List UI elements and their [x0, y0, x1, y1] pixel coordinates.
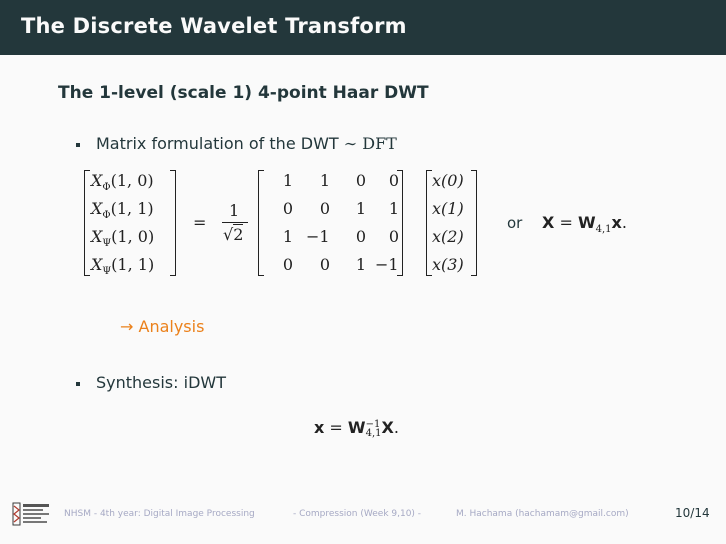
matrix-cell: 0 [319, 255, 330, 274]
compact-equation: X = W4,1x. [542, 213, 627, 236]
lhs-left-bracket [84, 170, 90, 276]
matrix-cell: 1 [388, 199, 399, 218]
footer-course: NHSM - 4th year: Digital Image Processin… [64, 509, 255, 519]
matrix-cell: 0 [388, 171, 399, 190]
matrix-left-bracket [258, 170, 264, 276]
lhs-entry: XΦ(1, 0) [91, 171, 154, 194]
matrix-cell: 1 [282, 227, 293, 246]
matrix-cell: 0 [355, 171, 366, 190]
lhs-entry: XΦ(1, 1) [91, 199, 154, 222]
lhs-entry: XΨ(1, 1) [91, 255, 155, 278]
matrix-cell: 0 [282, 255, 293, 274]
slide-title: The Discrete Wavelet Transform [21, 14, 407, 38]
matrix-cell: 0 [388, 227, 399, 246]
page-number: 10/14 [675, 506, 710, 520]
rhs-right-bracket [471, 170, 477, 276]
fraction-line [222, 222, 248, 223]
matrix-cell: 1 [355, 199, 366, 218]
rhs-entry: x(3) [432, 255, 464, 274]
rhs-left-bracket [426, 170, 432, 276]
institution-logo-icon [12, 502, 49, 526]
bullet-text: Matrix formulation of the DWT [96, 134, 339, 153]
analysis-label: → Analysis [120, 317, 205, 336]
footer-topic: - Compression (Week 9,10) - [293, 509, 422, 519]
bullet-synthesis: Synthesis: iDWT [96, 373, 226, 392]
matrix-cell: −1 [306, 227, 330, 246]
rhs-entry: x(1) [432, 199, 464, 218]
rhs-entry: x(2) [432, 227, 464, 246]
footer-author: M. Hachama (hachamam@gmail.com) [456, 509, 629, 519]
matrix-cell: −1 [375, 255, 399, 274]
lhs-right-bracket [170, 170, 176, 276]
or-text: or [507, 214, 523, 232]
title-bar: The Discrete Wavelet Transform [0, 0, 726, 55]
matrix-cell: 0 [355, 227, 366, 246]
scalar-denominator: √2 [223, 224, 244, 244]
equals-sign: = [193, 213, 207, 232]
bullet-matrix-formulation: Matrix formulation of the DWT ∼ DFT [96, 134, 397, 153]
matrix-cell: 0 [319, 199, 330, 218]
scalar-numerator: 1 [229, 201, 240, 220]
slide-subtitle: The 1-level (scale 1) 4-point Haar DWT [58, 83, 429, 103]
matrix-cell: 0 [282, 199, 293, 218]
rhs-entry: x(0) [432, 171, 464, 190]
matrix-right-bracket [397, 170, 403, 276]
bullet-marker [76, 382, 80, 386]
matrix-cell: 1 [319, 171, 330, 190]
matrix-cell: 1 [282, 171, 293, 190]
bullet-marker [76, 143, 80, 147]
lhs-entry: XΨ(1, 0) [91, 227, 155, 250]
matrix-cell: 1 [355, 255, 366, 274]
bullet-suffix: ∼ DFT [343, 134, 397, 153]
